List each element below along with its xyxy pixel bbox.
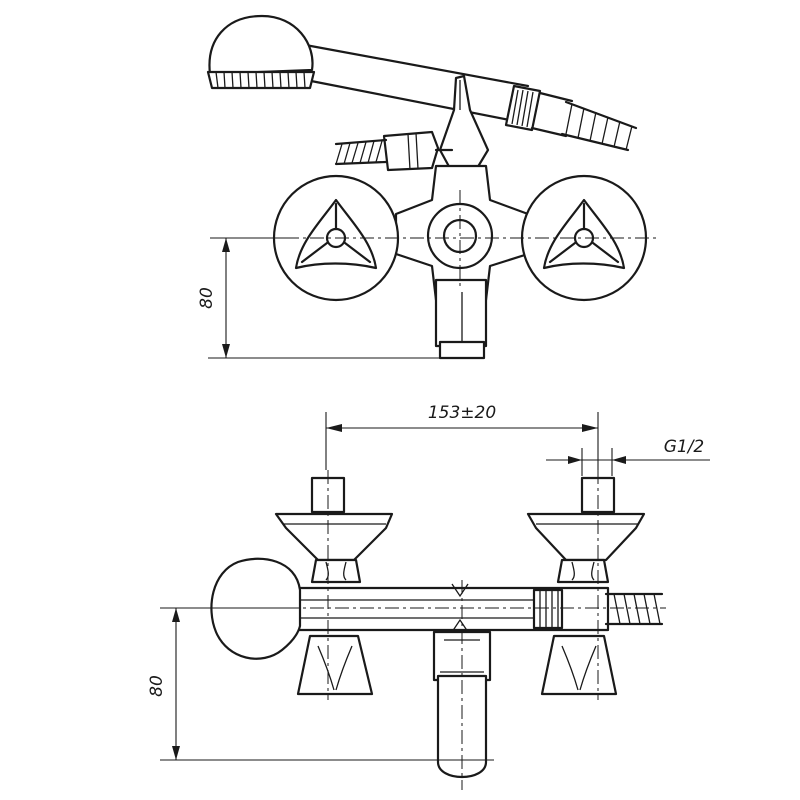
hand-shower-head xyxy=(206,14,316,90)
left-skirt xyxy=(296,634,374,696)
thread-dimension: G1/2 xyxy=(546,437,710,476)
height-dimension-front: 80 xyxy=(147,607,494,761)
height-dimension-top: 80 xyxy=(197,237,440,359)
right-skirt xyxy=(540,634,618,696)
right-inlet xyxy=(526,476,646,584)
spacing-label: 153±20 xyxy=(428,403,496,423)
bath-spout xyxy=(432,630,492,779)
hand-shower-hose xyxy=(298,42,638,152)
side-thread-front xyxy=(604,592,664,626)
top-view: 80 xyxy=(197,14,660,360)
spacing-dimension: 153±20 xyxy=(325,403,599,470)
front-view: 153±20 G1/2 xyxy=(147,403,710,790)
height-label-front: 80 xyxy=(147,675,167,697)
left-inlet xyxy=(274,476,394,584)
lever-handle-front xyxy=(210,557,302,660)
side-outlet xyxy=(334,130,454,172)
height-label-top: 80 xyxy=(197,287,217,309)
mixer-body-top xyxy=(394,164,530,360)
thread-label: G1/2 xyxy=(664,437,705,457)
shower-holder xyxy=(438,74,490,174)
